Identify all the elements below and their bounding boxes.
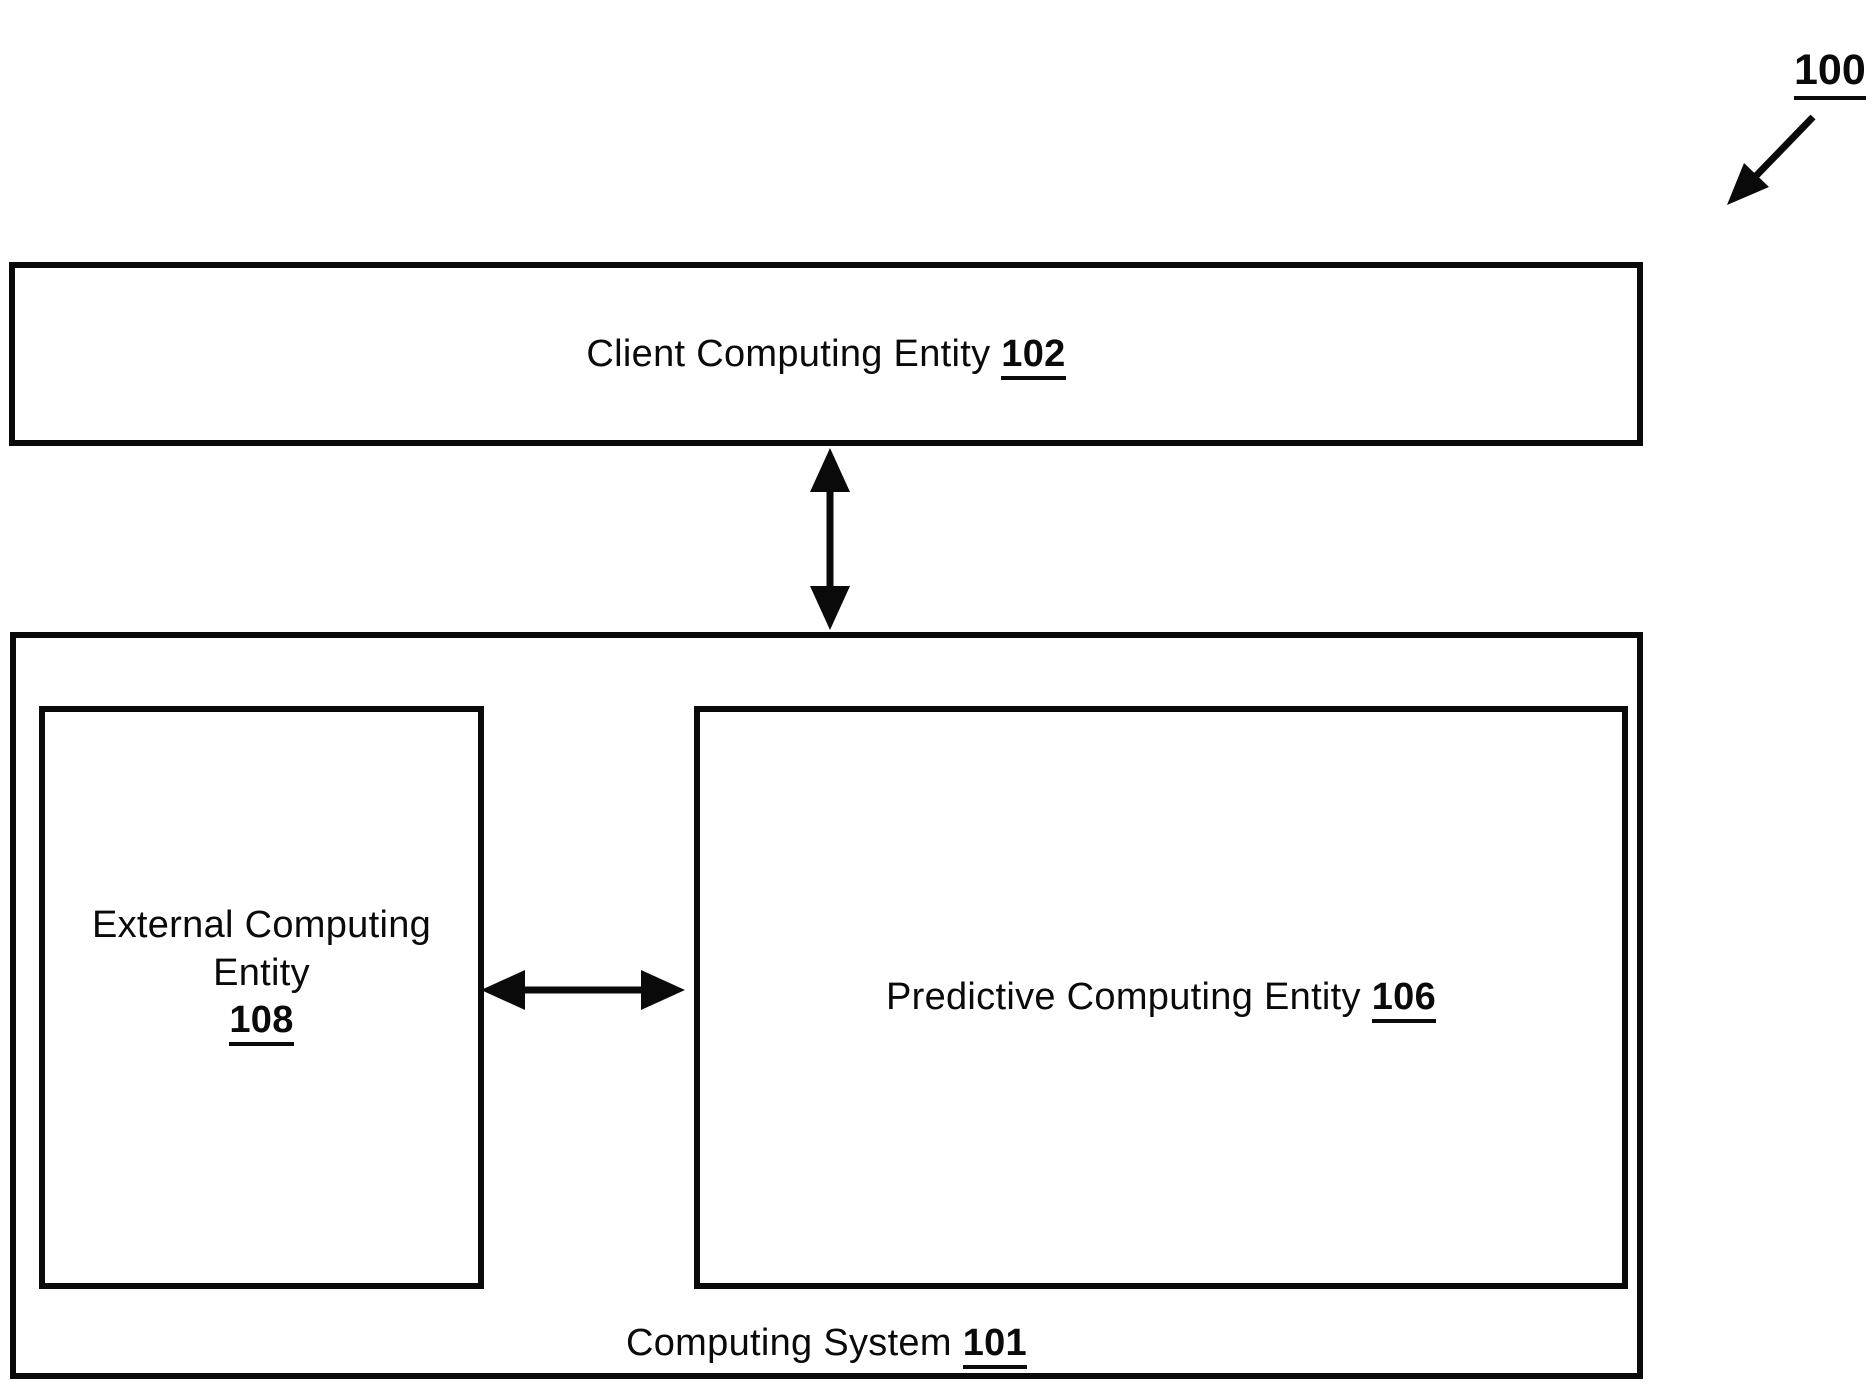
external-computing-entity-label: External Computing Entity 108 bbox=[91, 902, 432, 1047]
predictive-computing-entity-label: Predictive Computing Entity 106 bbox=[885, 976, 1437, 1023]
computing-system-ref-number: 101 bbox=[962, 1322, 1027, 1369]
client-computing-entity-box: Client Computing Entity 102 bbox=[9, 262, 1643, 446]
client-computing-entity-label: Client Computing Entity 102 bbox=[586, 332, 1066, 380]
external-computing-entity-box: External Computing Entity 108 bbox=[39, 706, 484, 1289]
client-ref-number: 102 bbox=[1001, 332, 1066, 380]
computing-system-label: Computing System 101 bbox=[16, 1322, 1637, 1369]
figure-ref-arrow-shaft bbox=[1751, 114, 1816, 181]
predictive-label-text: Predictive Computing Entity bbox=[885, 976, 1361, 1018]
external-label-line2: Entity bbox=[213, 951, 310, 994]
predictive-computing-entity-box: Predictive Computing Entity 106 bbox=[694, 706, 1628, 1289]
figure-reference-label: 100 bbox=[1794, 46, 1866, 100]
predictive-ref-number: 106 bbox=[1371, 976, 1437, 1023]
external-ref-line: 108 bbox=[92, 997, 431, 1047]
client-system-double-arrow-icon bbox=[810, 448, 850, 630]
figure-ref-arrow-head-icon bbox=[1727, 163, 1769, 205]
computing-system-label-text: Computing System bbox=[626, 1322, 952, 1364]
external-ref-number: 108 bbox=[229, 999, 294, 1047]
client-label-text: Client Computing Entity bbox=[586, 332, 991, 375]
external-label-line1: External Computing bbox=[91, 903, 432, 946]
computing-system-box: External Computing Entity 108 Predictive… bbox=[10, 632, 1643, 1379]
